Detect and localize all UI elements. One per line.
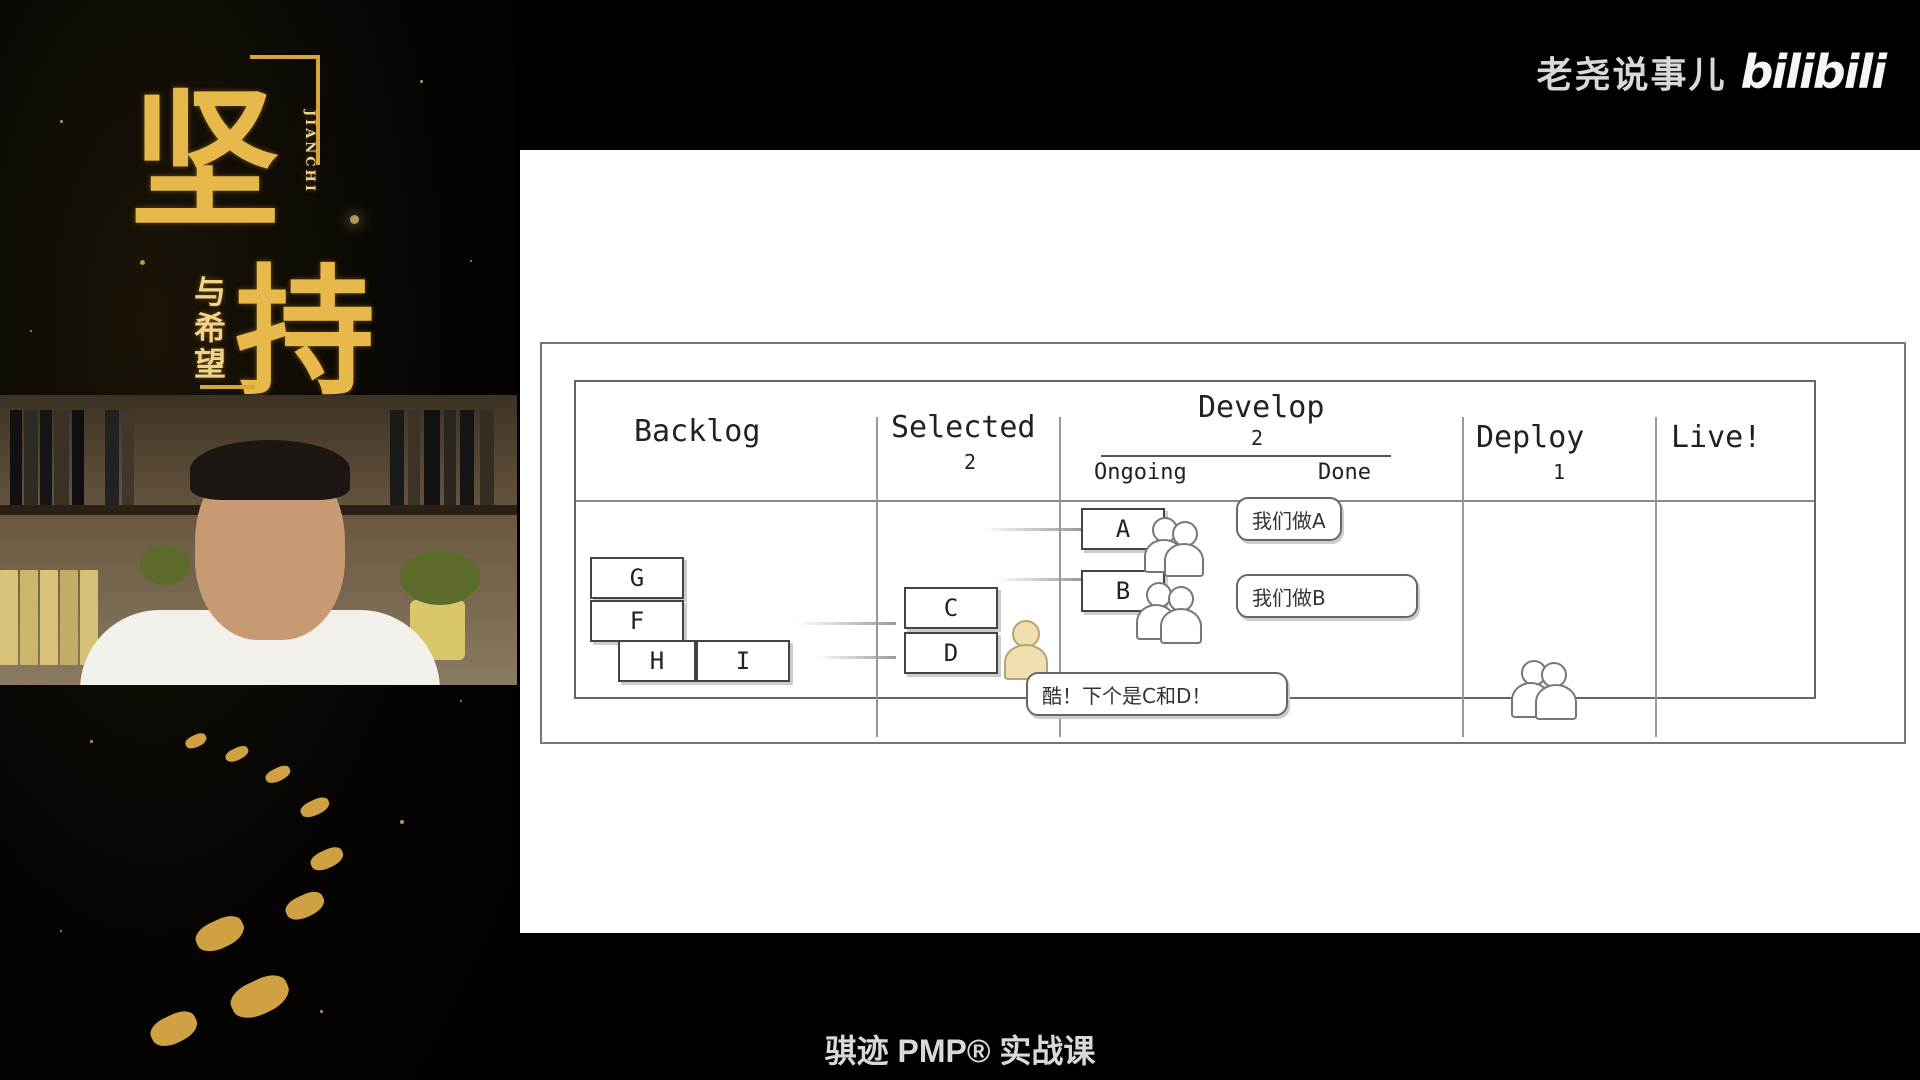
motion-line xyxy=(816,656,896,659)
column-divider xyxy=(1059,417,1061,737)
develop-wip-limit: 2 xyxy=(1251,426,1264,450)
footprint-icon xyxy=(223,743,251,765)
column-title-deploy: Deploy xyxy=(1476,420,1585,455)
column-title-develop: Develop xyxy=(1198,390,1325,425)
poster-title-char-1: 坚 xyxy=(130,73,281,249)
person-icon xyxy=(1004,620,1048,680)
poster-frame-line xyxy=(316,55,320,165)
motion-line xyxy=(796,622,896,625)
kanban-board: Backlog Selected 2 Develop 2 Ongoing Don… xyxy=(574,380,1816,737)
poster-title-char-2: 持 xyxy=(235,251,376,415)
card-a: A xyxy=(1081,508,1165,550)
deploy-wip-limit: 1 xyxy=(1553,460,1566,484)
card-i: I xyxy=(696,640,790,682)
footprint-icon xyxy=(191,910,249,958)
subcolumn-ongoing: Ongoing xyxy=(1094,460,1187,485)
card-g: G xyxy=(590,557,684,599)
team-icon xyxy=(1136,582,1206,647)
speech-bubble-b: 我们做B xyxy=(1236,574,1418,618)
card-d: D xyxy=(904,632,998,674)
develop-underline xyxy=(1101,455,1391,457)
webcam-feed xyxy=(0,395,517,685)
speech-bubble-next: 酷！下个是C和D！ xyxy=(1026,672,1288,716)
card-c: C xyxy=(904,587,998,629)
motion-line xyxy=(996,578,1081,581)
presenter-hair xyxy=(190,440,350,500)
footprint-icon xyxy=(183,730,209,752)
subcolumn-done: Done xyxy=(1318,460,1371,485)
footprint-icon xyxy=(298,794,332,821)
poster-pinyin: JIANCHI xyxy=(302,110,317,194)
card-f: F xyxy=(590,600,684,642)
footprint-icon xyxy=(225,968,295,1026)
brand-header: 老尧说事儿 bilibili xyxy=(1536,45,1887,99)
presentation-slide: Backlog Selected 2 Develop 2 Ongoing Don… xyxy=(520,150,1920,933)
footprint-icon xyxy=(263,763,293,786)
column-title-selected: Selected xyxy=(891,410,1036,445)
course-title: 骐迹 PMP® 实战课 xyxy=(824,1033,1096,1069)
column-divider xyxy=(1462,417,1464,737)
speech-bubble-a: 我们做A xyxy=(1236,497,1342,541)
selected-wip-limit: 2 xyxy=(964,450,977,474)
column-divider xyxy=(1655,417,1657,737)
footer: 骐迹 PMP® 实战课 xyxy=(0,1026,1920,1072)
motion-line xyxy=(981,528,1081,531)
column-title-backlog: Backlog xyxy=(634,414,761,449)
poster-frame-line xyxy=(200,385,255,389)
header-divider xyxy=(576,500,1814,502)
team-icon xyxy=(1144,517,1204,577)
footprint-icon xyxy=(282,887,328,925)
poster-frame-line xyxy=(250,55,320,59)
column-title-live: Live! xyxy=(1671,420,1762,455)
bilibili-logo-icon: bilibili xyxy=(1740,45,1887,99)
team-icon xyxy=(1511,660,1581,720)
card-h: H xyxy=(618,640,696,682)
column-divider xyxy=(876,417,878,737)
poster-subtitle: 与希望 xyxy=(189,275,227,383)
kanban-frame: Backlog Selected 2 Develop 2 Ongoing Don… xyxy=(540,342,1906,744)
footprint-icon xyxy=(307,843,347,875)
channel-name: 老尧说事儿 xyxy=(1536,55,1727,96)
